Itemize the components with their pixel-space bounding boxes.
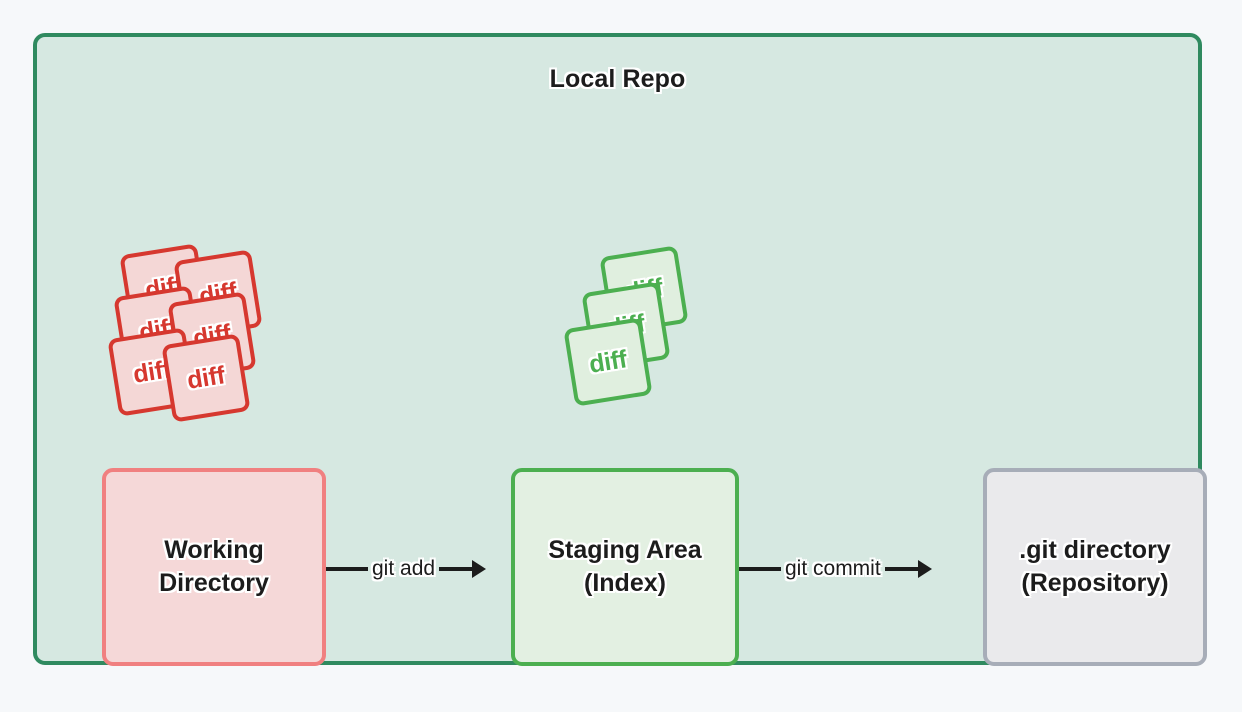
node-git-directory-line2: (Repository) (1021, 569, 1169, 597)
local-repo-container: Local Repo diff diff diff diff diff diff… (33, 33, 1207, 666)
working-directory-diff-stack: diff diff diff diff diff diff (107, 243, 277, 429)
node-git-directory-line1: .git directory (1019, 535, 1171, 564)
node-staging-area-line1: Staging Area (548, 535, 702, 564)
node-working-directory[interactable]: Working Directory (102, 468, 326, 666)
edge-git-commit: git commit (739, 549, 932, 589)
node-working-directory-line2: Directory (159, 569, 269, 597)
edge-line (884, 567, 919, 571)
edge-line (439, 567, 474, 571)
edge-git-add-label: git add (372, 557, 436, 580)
node-working-directory-line1: Working (164, 535, 264, 564)
arrow-head-icon (917, 560, 932, 578)
node-git-directory[interactable]: .git directory (Repository) (983, 468, 1207, 666)
edge-line (739, 567, 781, 571)
staging-area-diff-stack: diff diff diff (563, 245, 689, 425)
diff-card: diff (563, 317, 653, 407)
edge-git-commit-label: git commit (785, 557, 881, 580)
arrow-head-icon (472, 560, 487, 578)
diff-card: diff (161, 333, 251, 423)
edge-line (326, 567, 368, 571)
edge-git-add: git add (326, 549, 487, 589)
node-staging-area-line2: (Index) (584, 569, 666, 597)
node-staging-area[interactable]: Staging Area (Index) (511, 468, 739, 666)
local-repo-title: Local Repo (549, 65, 686, 93)
